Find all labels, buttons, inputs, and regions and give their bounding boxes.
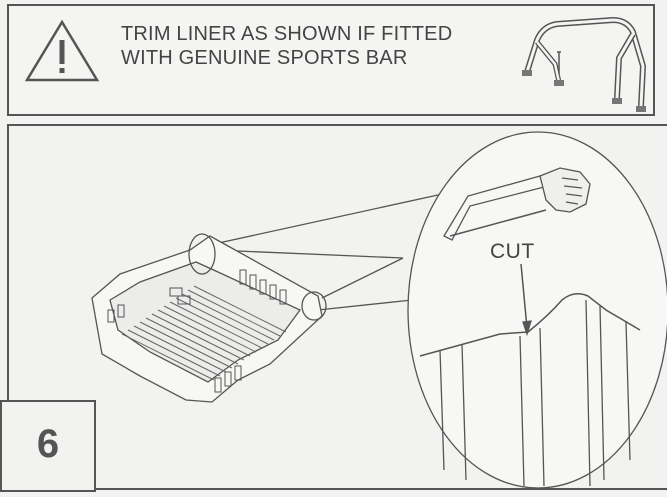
wall-slots bbox=[107, 269, 287, 393]
warning-panel: TRIM LINER AS SHOWN IF FITTED WITH GENUI… bbox=[7, 4, 655, 116]
step-number: 6 bbox=[36, 422, 60, 466]
illustration-panel bbox=[7, 124, 667, 490]
floor-ribs bbox=[121, 285, 287, 381]
sports-bar-illustration bbox=[522, 16, 646, 112]
cut-label: CUT bbox=[490, 240, 535, 263]
warning-triangle-icon bbox=[24, 19, 100, 82]
warning-message: TRIM LINER AS SHOWN IF FITTED WITH GENUI… bbox=[121, 22, 452, 70]
warning-line-1: TRIM LINER AS SHOWN IF FITTED bbox=[121, 23, 453, 45]
detail-zoom bbox=[407, 131, 667, 489]
tub-liner bbox=[91, 235, 323, 403]
warning-line-2: WITH GENUINE SPORTS BAR bbox=[121, 47, 408, 69]
step-number-box: 6 bbox=[0, 400, 96, 492]
